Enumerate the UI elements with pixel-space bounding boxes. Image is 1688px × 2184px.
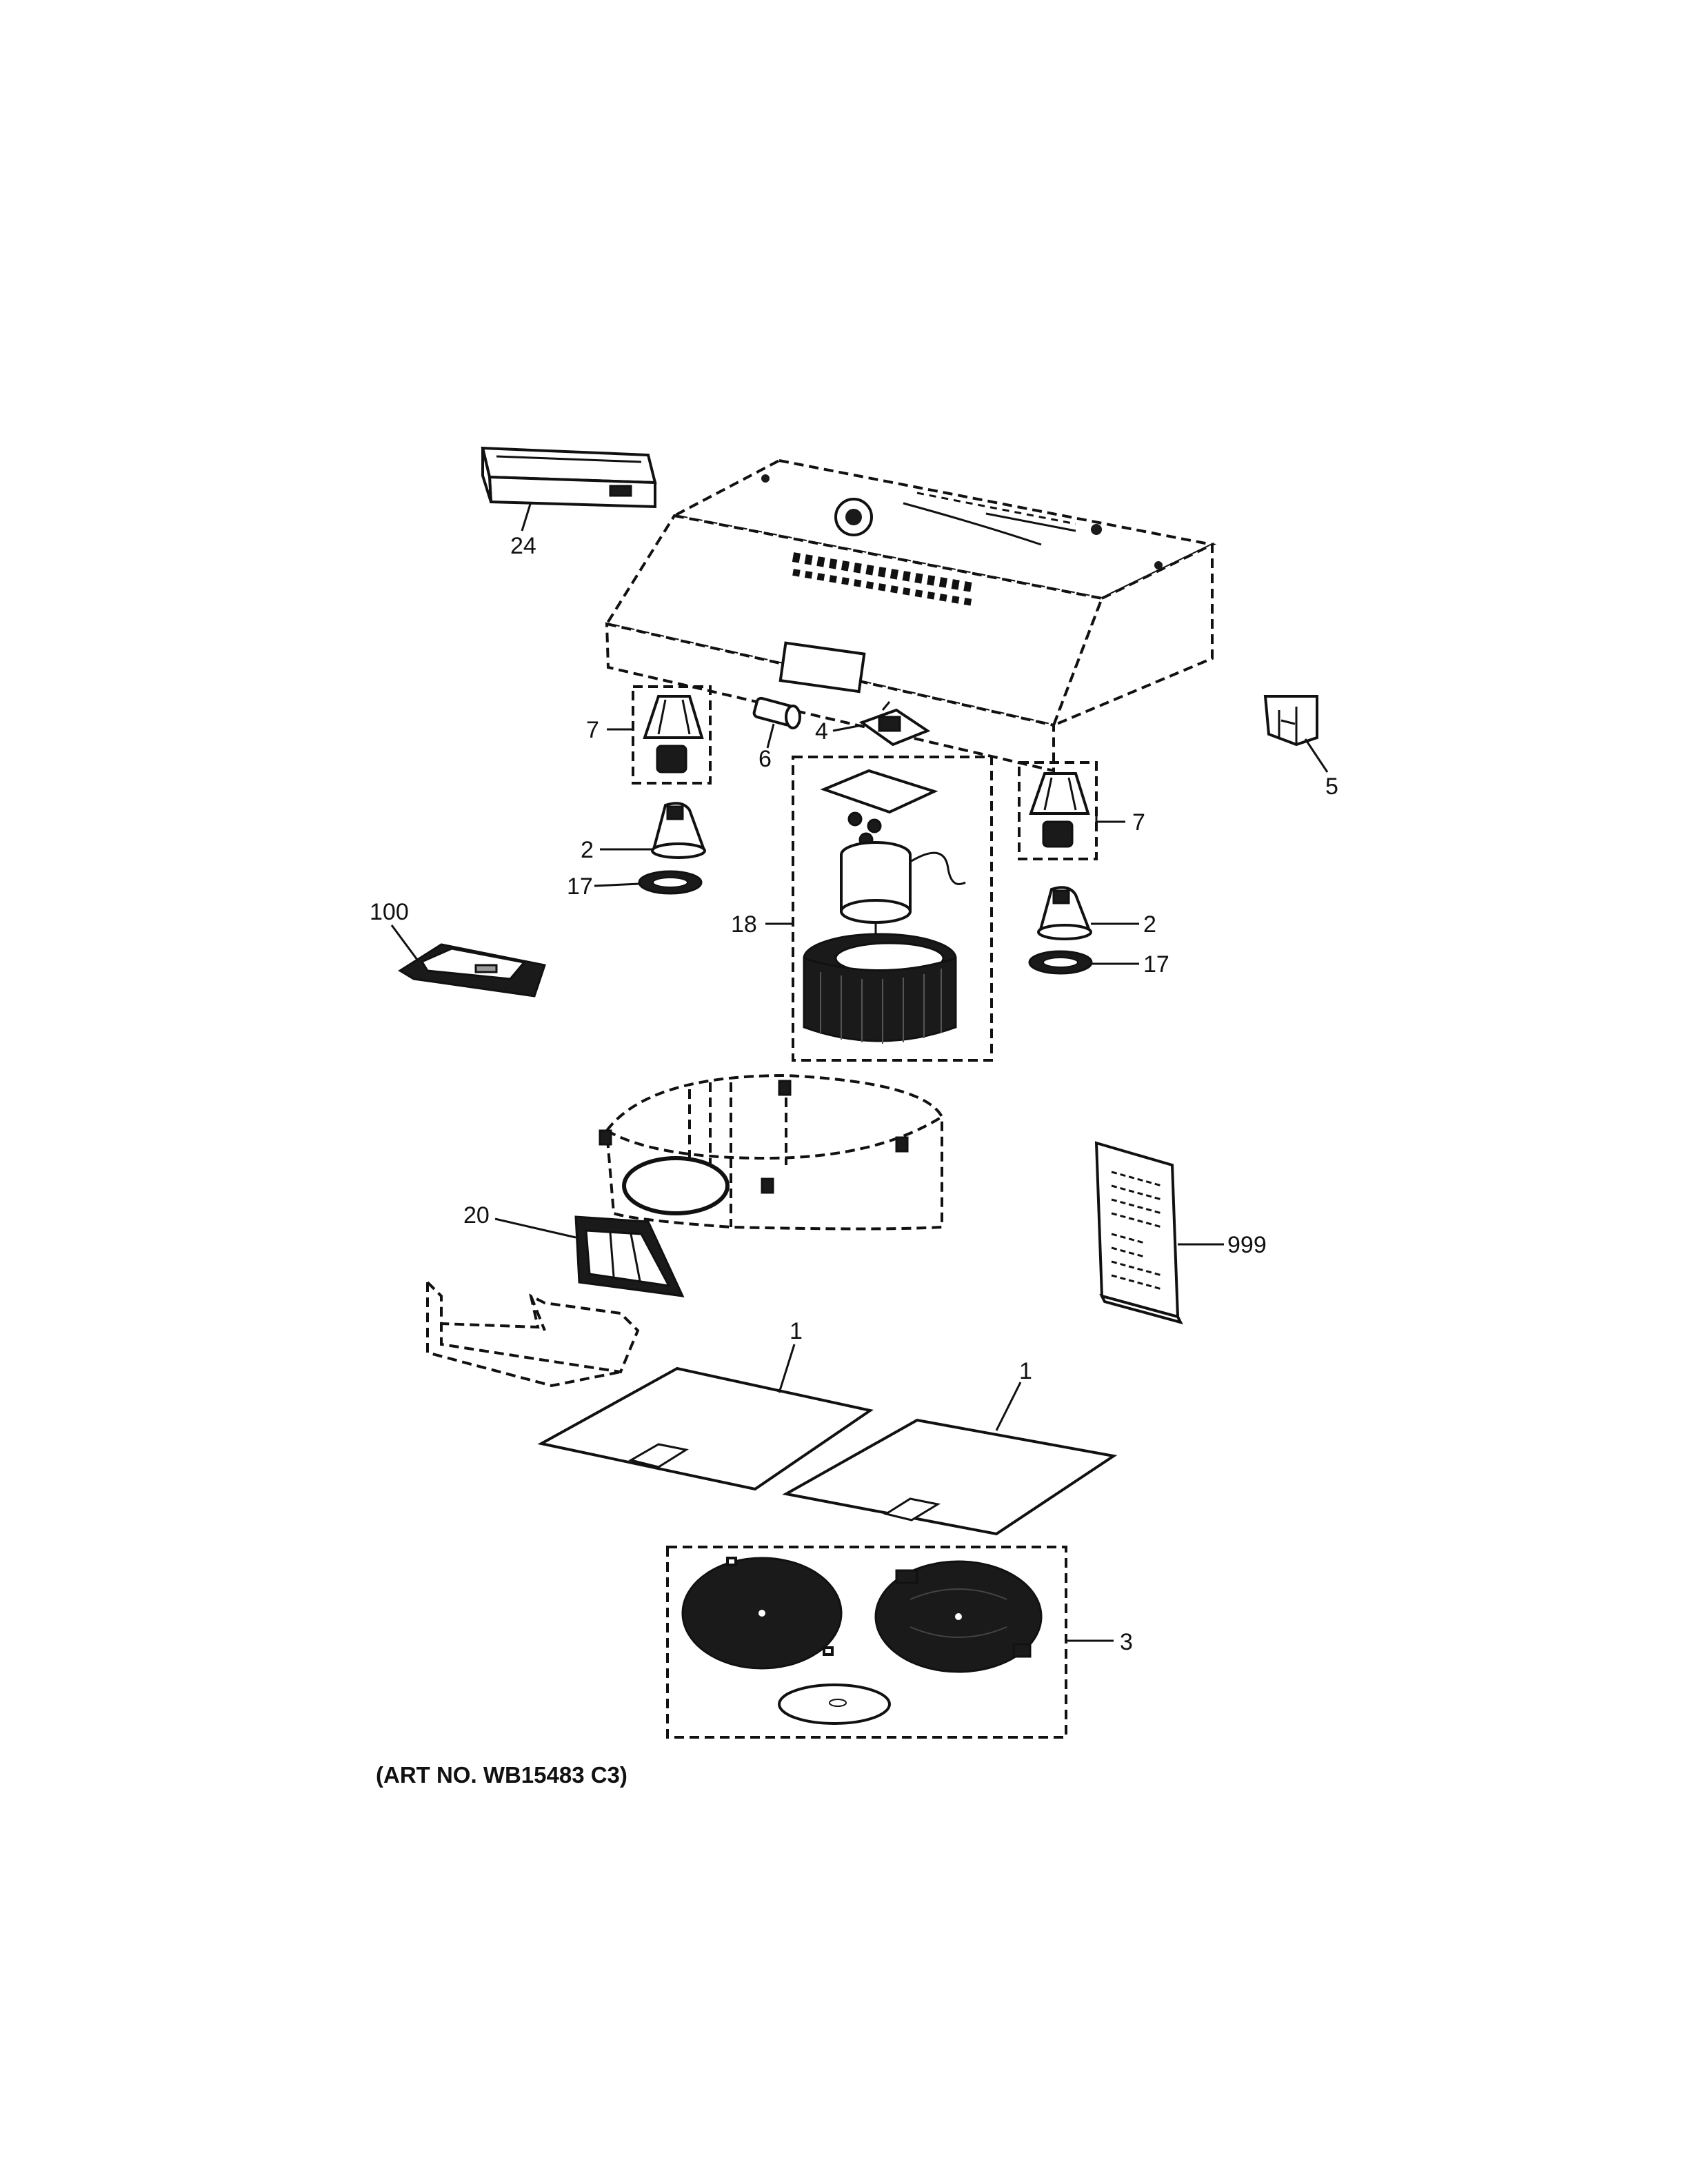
part-7-left-light-socket[interactable] [643, 695, 704, 774]
callout-7-right: 7 [1132, 809, 1145, 836]
part-999-manual[interactable] [1094, 1141, 1183, 1325]
art-number-caption: (ART NO. WB15483 C3) [376, 1762, 627, 1788]
leader-17-left [594, 882, 640, 887]
callout-17-left: 17 [567, 873, 593, 900]
part-18-box [792, 756, 993, 1062]
leader-100 [390, 924, 419, 960]
part-2-left-bulb[interactable] [651, 802, 706, 859]
callout-20: 20 [463, 1202, 490, 1228]
part-2-right-bulb[interactable] [1037, 886, 1092, 940]
part-17-left-gasket[interactable] [638, 870, 703, 895]
part-7-left-box [632, 685, 712, 785]
part-3-charcoal-filter-kit[interactable] [681, 1557, 1043, 1725]
callout-1-left: 1 [790, 1318, 803, 1344]
callout-100: 100 [370, 899, 409, 925]
part-17-right-gasket[interactable] [1028, 950, 1093, 975]
lower-tray[interactable] [426, 1281, 640, 1388]
callout-17-right: 17 [1143, 951, 1169, 978]
part-5-mounting-bracket[interactable] [1263, 695, 1318, 747]
part-6-control-knob[interactable] [752, 696, 801, 729]
callout-2-left: 2 [581, 837, 594, 863]
damper-ring-assembly[interactable] [599, 1073, 943, 1231]
part-20-filter[interactable] [574, 1215, 685, 1297]
leader-1-left [778, 1344, 796, 1393]
callout-24: 24 [510, 533, 536, 559]
callout-7-left: 7 [586, 717, 599, 743]
part-1-right-grease-filter[interactable] [782, 1418, 1118, 1536]
callout-5: 5 [1325, 774, 1338, 800]
leader-6 [766, 723, 775, 749]
callout-4: 4 [815, 718, 828, 745]
callout-6: 6 [758, 746, 772, 772]
leader-4 [832, 724, 863, 732]
part-1-left-grease-filter[interactable] [537, 1366, 874, 1491]
part-4-control-board[interactable] [858, 701, 931, 747]
leader-24 [521, 501, 532, 532]
part-7-right-box [1018, 761, 1098, 860]
callout-1-right: 1 [1019, 1358, 1032, 1384]
part-7-right-light-socket[interactable] [1029, 772, 1090, 848]
callout-999: 999 [1227, 1232, 1267, 1258]
part-3-box [666, 1546, 1067, 1739]
callout-3: 3 [1120, 1629, 1133, 1655]
leader-1-right [995, 1382, 1022, 1431]
hood-housing[interactable] [604, 458, 1217, 773]
callout-2-right: 2 [1143, 911, 1156, 938]
vent-slots [792, 552, 974, 606]
part-100-module[interactable] [398, 943, 546, 998]
part-18-blower-assembly[interactable] [803, 769, 966, 1044]
callout-18: 18 [731, 911, 757, 938]
leader-20 [494, 1217, 576, 1239]
leader-5 [1304, 738, 1329, 773]
part-24-duct-adapter[interactable] [481, 446, 657, 509]
